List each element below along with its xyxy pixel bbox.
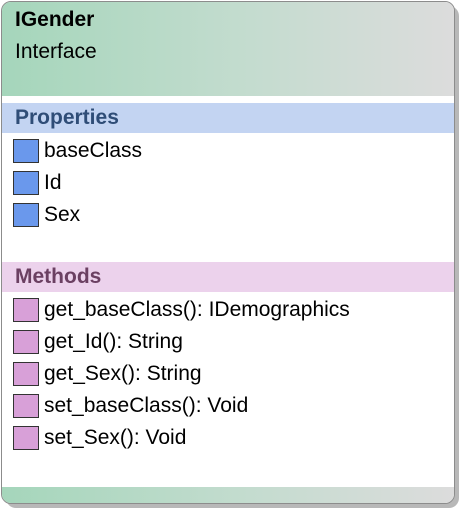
property-icon xyxy=(13,139,39,163)
property-label: baseClass xyxy=(44,139,143,162)
method-row-get-sex[interactable]: get_Sex(): String xyxy=(13,360,202,388)
property-label: Id xyxy=(44,171,62,194)
method-label: get_baseClass(): IDemographics xyxy=(44,298,350,321)
class-stereotype: Interface xyxy=(15,40,97,63)
method-row-set-baseclass[interactable]: set_baseClass(): Void xyxy=(13,392,248,420)
class-header: IGender Interface xyxy=(2,2,454,96)
property-icon xyxy=(13,203,39,227)
class-name: IGender xyxy=(15,8,95,31)
method-row-get-id[interactable]: get_Id(): String xyxy=(13,328,183,356)
method-label: set_baseClass(): Void xyxy=(44,394,249,417)
method-label: set_Sex(): Void xyxy=(44,426,187,449)
method-row-get-baseclass[interactable]: get_baseClass(): IDemographics xyxy=(13,296,350,324)
property-label: Sex xyxy=(44,203,81,226)
method-icon xyxy=(13,426,39,450)
method-label: get_Id(): String xyxy=(44,330,183,353)
property-row-baseclass[interactable]: baseClass xyxy=(13,137,142,165)
property-row-id[interactable]: Id xyxy=(13,169,62,197)
class-box[interactable]: IGender Interface Properties baseClass I… xyxy=(1,1,455,504)
method-icon xyxy=(13,298,39,322)
method-label: get_Sex(): String xyxy=(44,362,202,385)
method-icon xyxy=(13,330,39,354)
method-icon xyxy=(13,362,39,386)
class-footer xyxy=(2,487,454,503)
method-row-set-sex[interactable]: set_Sex(): Void xyxy=(13,424,186,452)
methods-section-header: Methods xyxy=(2,262,454,292)
property-icon xyxy=(13,171,39,195)
properties-section-header: Properties xyxy=(2,103,454,133)
property-row-sex[interactable]: Sex xyxy=(13,201,80,229)
method-icon xyxy=(13,394,39,418)
